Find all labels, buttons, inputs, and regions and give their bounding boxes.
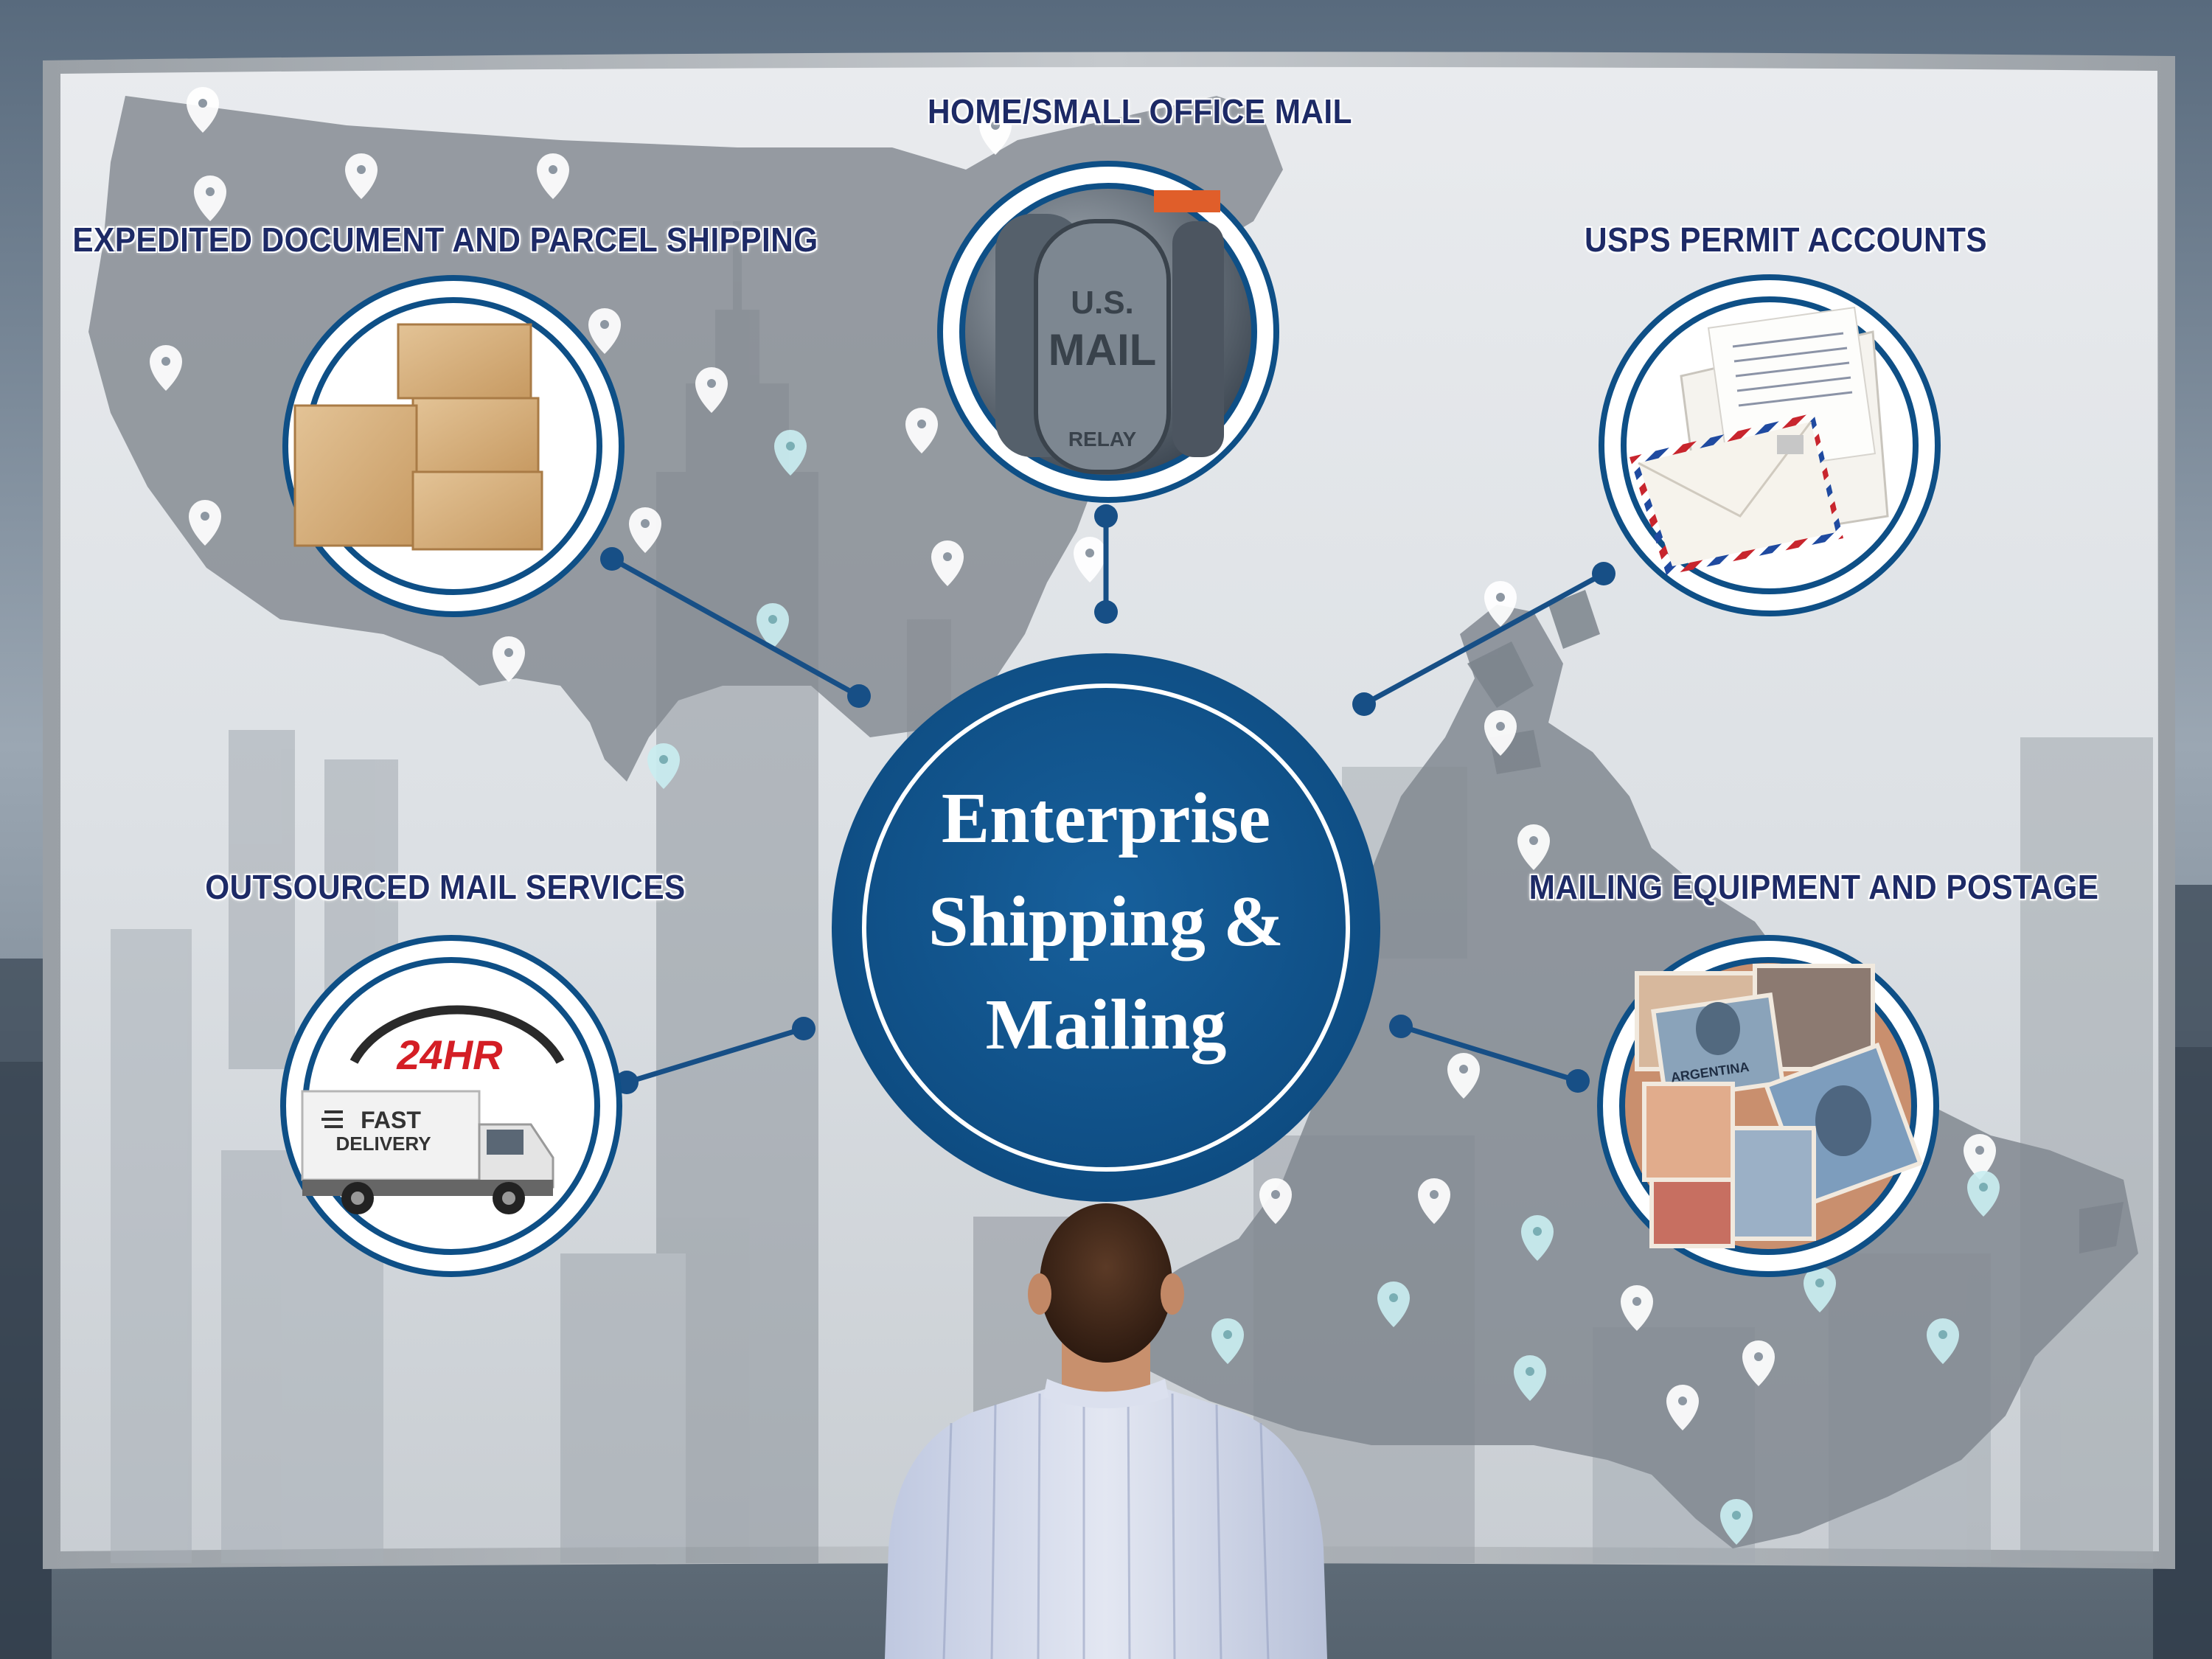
svg-text:FAST: FAST — [361, 1107, 421, 1133]
service-circle-home-mail[interactable]: U.S. MAIL RELAY — [937, 161, 1279, 503]
connector-dots — [600, 504, 1615, 1094]
svg-text:24HR: 24HR — [396, 1032, 503, 1078]
center-title-line-3: Mailing — [985, 985, 1227, 1065]
envelope-icon — [1630, 306, 1889, 575]
center-title: Enterprise Shipping & Mailing — [841, 767, 1371, 1077]
connector-lines — [609, 513, 1607, 1085]
businessman-figure — [885, 1203, 1327, 1659]
stamps-icon: ARGENTINA — [1635, 964, 1924, 1248]
svg-text:RELAY: RELAY — [1068, 428, 1137, 451]
center-hub — [832, 653, 1380, 1202]
svg-text:U.S.: U.S. — [1071, 285, 1134, 321]
label-expedited-shipping: EXPEDITED DOCUMENT AND PARCEL SHIPPING — [72, 220, 818, 259]
label-home-small-office-mail: HOME/SMALL OFFICE MAIL — [928, 92, 1352, 131]
boxes-icon — [293, 323, 543, 551]
mailbox-icon: U.S. MAIL RELAY — [995, 190, 1224, 474]
center-title-line-1: Enterprise — [941, 779, 1271, 858]
service-circle-usps-permit[interactable] — [1599, 274, 1941, 616]
label-usps-permit-accounts: USPS PERMIT ACCOUNTS — [1584, 220, 1988, 259]
label-outsourced-mail-services: OUTSOURCED MAIL SERVICES — [205, 868, 686, 906]
delivery-truck-icon: 24HR FAST DELIVERY — [301, 1005, 565, 1214]
svg-text:MAIL: MAIL — [1048, 325, 1157, 375]
service-circle-expedited-shipping[interactable] — [282, 275, 625, 617]
svg-text:DELIVERY: DELIVERY — [335, 1133, 431, 1155]
service-circle-outsourced-mail[interactable]: 24HR FAST DELIVERY — [280, 935, 622, 1277]
center-title-line-2: Shipping & — [928, 882, 1284, 961]
service-circle-mailing-equipment[interactable]: ARGENTINA — [1597, 935, 1939, 1277]
skyline-silhouette — [0, 885, 2212, 1659]
label-mailing-equipment-postage: MAILING EQUIPMENT AND POSTAGE — [1528, 868, 2099, 906]
